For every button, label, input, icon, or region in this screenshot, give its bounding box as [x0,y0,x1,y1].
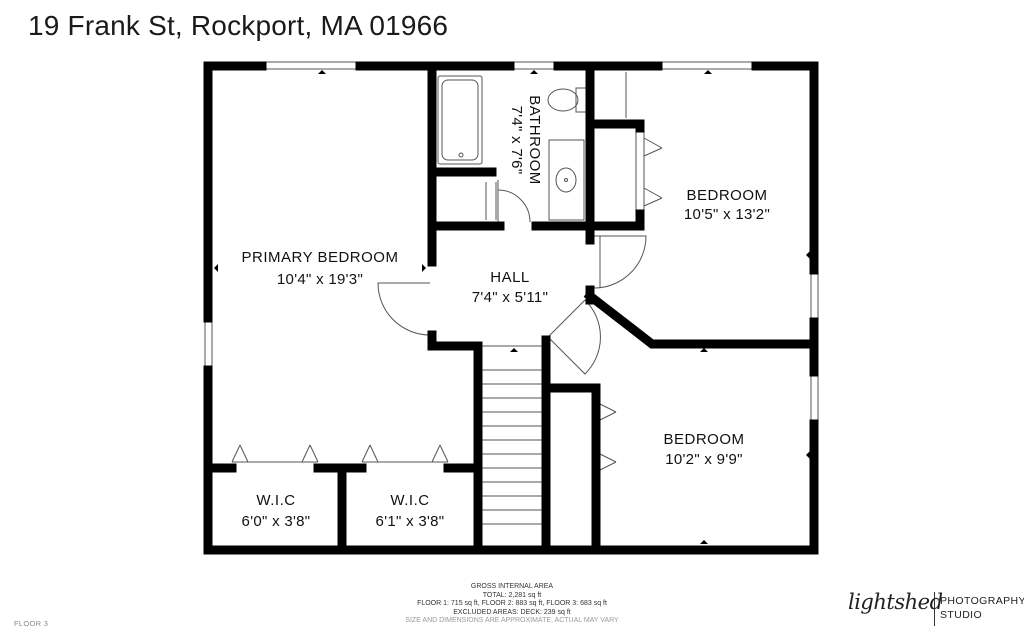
bedroom-se-dims: 10'2" x 9'9" [665,451,743,468]
window-primary-left [203,317,214,371]
bathtub-icon [437,75,483,165]
floor-label: FLOOR 3 [14,619,49,628]
window-bedroom-ne-top [657,60,757,71]
brand-divider [934,592,935,626]
window-bedroom-ne-right [809,269,820,323]
staircase [481,345,543,547]
area-summary: GROSS INTERNAL AREA TOTAL: 2,281 sq ft F… [0,583,1024,626]
primary-bedroom-dims: 10'4" x 19'3" [277,271,363,288]
toilet-icon [547,87,587,113]
window-bedroom-se-right [809,371,820,425]
door-primary-bedroom [377,282,431,336]
door-bedroom-ne [593,235,647,289]
brand-logo: lightshed PHOTOGRAPHY STUDIO [846,588,1024,634]
primary-bedroom-name: PRIMARY BEDROOM [242,249,399,266]
wic-right-name: W.I.C [390,492,429,509]
hall-dims: 7'4" x 5'11" [472,289,548,306]
area-heading: GROSS INTERNAL AREA [470,583,554,590]
brand-line-2: STUDIO [940,609,983,621]
markers [214,70,810,544]
bedroom-ne-name: BEDROOM [686,187,767,204]
closet-shelves [485,182,497,220]
address-title: 19 Frank St, Rockport, MA 01966 [28,10,449,41]
room-labels: PRIMARY BEDROOM 10'4" x 19'3" BATHROOM 7… [242,95,770,530]
door-bedroom-se [547,299,601,375]
bedroom-se-name: BEDROOM [663,431,744,448]
window-primary-top [261,60,361,71]
brand-script: lightshed [848,590,943,614]
disclaimer: SIZE AND DIMENSIONS ARE APPROXIMATE, ACT… [405,617,619,624]
window-bath-top [509,60,559,71]
wic-right-dims: 6'1" x 3'8" [376,513,445,530]
walls [203,61,819,555]
area-floors: FLOOR 1: 715 sq ft, FLOOR 2: 883 sq ft, … [417,600,607,607]
bathroom-dims: 7'4" x 7'6" [508,106,525,175]
hall-name: HALL [490,269,530,286]
bedroom-ne-dims: 10'5" x 13'2" [684,206,770,223]
bathroom-name: BATHROOM [526,95,543,185]
bifold-doors-ne [635,131,663,211]
sink-icon [548,139,585,221]
area-excluded: EXCLUDED AREAS: DECK: 239 sq ft [453,608,571,616]
bifold-doors-wic [231,444,449,463]
wic-left-dims: 6'0" x 3'8" [242,513,311,530]
door-closet [497,180,531,223]
wic-left-name: W.I.C [256,492,295,509]
area-total: TOTAL: 2,281 sq ft [482,591,542,599]
brand-line-1: PHOTOGRAPHY [940,595,1024,607]
